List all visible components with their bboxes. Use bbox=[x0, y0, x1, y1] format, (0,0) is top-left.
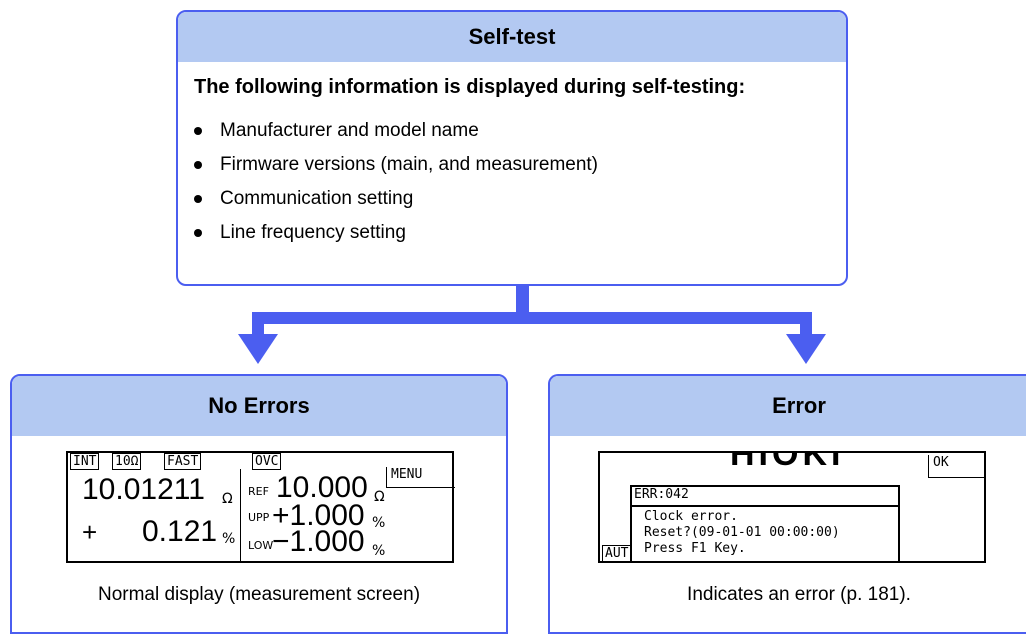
menu-button[interactable]: MENU bbox=[386, 467, 455, 488]
ref-value: 10.000 bbox=[276, 471, 368, 504]
self-test-title: Self-test bbox=[178, 12, 846, 62]
dialog-divider bbox=[632, 505, 898, 507]
no-errors-caption: Normal display (measurement screen) bbox=[97, 584, 421, 605]
arrow-crossbar bbox=[252, 312, 812, 324]
hioki-logo: HIOKI bbox=[730, 451, 845, 473]
error-reset-prompt: Reset?(09-01-01 00:00:00) bbox=[644, 525, 840, 540]
measured-unit: Ω bbox=[222, 491, 233, 507]
list-item: Firmware versions (main, and measurement… bbox=[190, 148, 598, 182]
upp-value: +1.000 bbox=[272, 499, 365, 532]
flow-arrows bbox=[238, 284, 826, 364]
divider bbox=[240, 469, 241, 561]
ref-unit: Ω bbox=[374, 489, 385, 505]
error-dialog: ERR:042 Clock error. Reset?(09-01-01 00:… bbox=[630, 485, 900, 561]
self-test-list: Manufacturer and model name Firmware ver… bbox=[190, 114, 598, 250]
ref-label: REF bbox=[248, 485, 269, 498]
range-tag: 10Ω bbox=[112, 453, 142, 470]
error-key-prompt: Press F1 Key. bbox=[644, 541, 746, 556]
error-caption: Indicates an error (p. 181). bbox=[687, 584, 911, 605]
list-item: Line frequency setting bbox=[190, 216, 598, 250]
self-test-box: Self-test The following information is d… bbox=[176, 10, 848, 286]
int-tag: INT bbox=[70, 453, 100, 470]
arrow-right-shaft bbox=[800, 312, 812, 336]
upp-unit: % bbox=[372, 515, 386, 531]
fast-tag: FAST bbox=[164, 453, 202, 470]
arrow-right-head-icon bbox=[786, 334, 826, 364]
self-test-intro: The following information is displayed d… bbox=[194, 76, 746, 98]
percent-unit: % bbox=[222, 531, 236, 547]
low-value: −1.000 bbox=[272, 525, 365, 558]
upp-label: UPP bbox=[248, 511, 270, 524]
list-item: Communication setting bbox=[190, 182, 598, 216]
error-screen: HIOKI OK AUT ERR:042 Clock error. Reset?… bbox=[598, 451, 986, 563]
error-code: ERR:042 bbox=[634, 487, 689, 502]
bullet-icon bbox=[194, 195, 202, 203]
ok-button[interactable]: OK bbox=[928, 455, 984, 478]
bullet-icon bbox=[194, 229, 202, 237]
list-item: Manufacturer and model name bbox=[190, 114, 598, 148]
error-title: Error bbox=[550, 376, 1026, 436]
measurement-screen: INT 10Ω FAST OVC MENU 10.01211 Ω + 0.121… bbox=[66, 451, 455, 563]
arrow-left-shaft bbox=[252, 312, 264, 336]
bullet-icon bbox=[194, 161, 202, 169]
bullet-icon bbox=[194, 127, 202, 135]
ovc-tag: OVC bbox=[252, 453, 282, 470]
no-errors-panel: No Errors INT 10Ω FAST OVC MENU 10.01211… bbox=[10, 374, 508, 634]
error-panel: Error HIOKI OK AUT ERR:042 Clock error. … bbox=[548, 374, 1026, 634]
measured-value: 10.01211 bbox=[82, 473, 205, 506]
sign: + bbox=[82, 517, 98, 547]
aut-tag: AUT bbox=[602, 545, 632, 561]
low-label: LOW bbox=[248, 539, 274, 552]
arrow-left-head-icon bbox=[238, 334, 278, 364]
low-unit: % bbox=[372, 543, 386, 559]
percent-value: 0.121 bbox=[142, 515, 218, 548]
no-errors-title: No Errors bbox=[12, 376, 506, 436]
error-message: Clock error. bbox=[644, 509, 738, 524]
